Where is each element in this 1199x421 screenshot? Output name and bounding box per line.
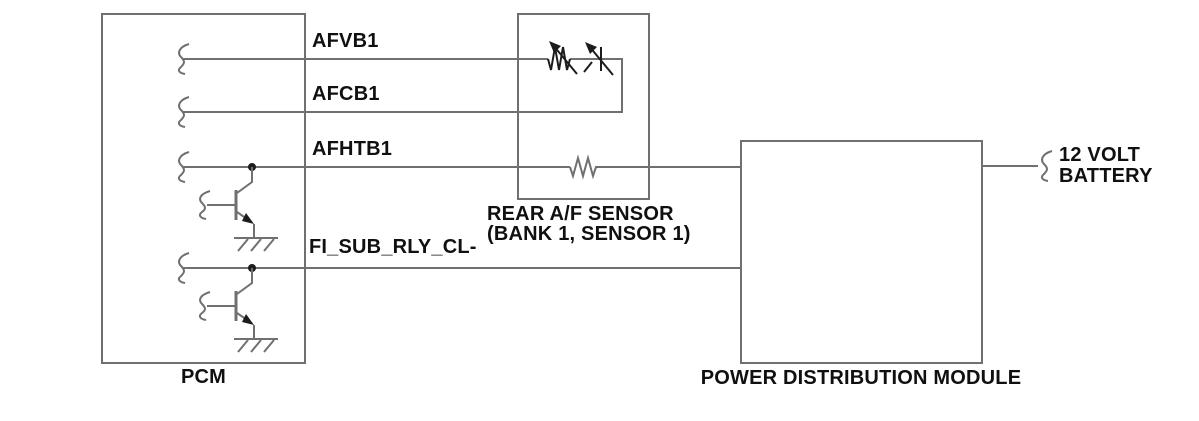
power-distribution-module-label: POWER DISTRIBUTION MODULE [700, 367, 1022, 389]
heater-resistor-zigzag [569, 154, 598, 180]
pcm-label: PCM [180, 366, 227, 388]
rear-af-sensor-label-line2: (BANK 1, SENSOR 1) [487, 223, 691, 245]
wire-label-fi-sub-rly-cl: FI_SUB_RLY_CL- [309, 236, 477, 258]
wire-label-afhtb1: AFHTB1 [312, 138, 393, 160]
squiggle-icon [198, 190, 211, 220]
cell-plate-short [583, 61, 593, 73]
collector-line [236, 167, 253, 194]
wire-label-afvb1: AFVB1 [312, 30, 379, 52]
battery-label: 12 VOLT BATTERY [1059, 145, 1153, 187]
emitter-arrowhead-icon [242, 314, 254, 325]
connector-squiggle-icons [177, 43, 1053, 284]
ground-hatches [237, 238, 275, 252]
squiggle-icon [177, 96, 190, 128]
collector-line [236, 268, 253, 295]
driver-transistor-2 [198, 268, 278, 353]
battery-label-line2: BATTERY [1059, 165, 1153, 187]
wire-label-afcb1: AFCB1 [312, 83, 380, 105]
rear-af-sensor-label: REAR A/F SENSOR (BANK 1, SENSOR 1) [487, 204, 691, 244]
arrowhead-icon [585, 42, 597, 54]
arrowhead-icon [549, 41, 561, 53]
power-distribution-module-box [740, 140, 983, 364]
battery-label-line1: 12 VOLT [1059, 144, 1141, 166]
wire-afcb1-loop [183, 58, 623, 113]
ground-symbol [234, 338, 278, 353]
driver-transistor-1 [198, 167, 278, 252]
variable-resistor-zigzag [547, 46, 571, 71]
squiggle-icon [198, 291, 211, 321]
squiggle-icon [177, 151, 190, 183]
squiggle-icon [1040, 150, 1053, 182]
af-sensor-cell-symbol [547, 41, 614, 76]
pcm-box [101, 13, 306, 364]
rear-af-sensor-box [517, 13, 650, 200]
squiggle-icon [177, 43, 190, 75]
rear-af-sensor-label-line1: REAR A/F SENSOR [487, 203, 674, 225]
ground-hatches [237, 339, 275, 353]
squiggle-icon [177, 252, 190, 284]
emitter-arrowhead-icon [242, 213, 254, 224]
ground-symbol [234, 237, 278, 252]
